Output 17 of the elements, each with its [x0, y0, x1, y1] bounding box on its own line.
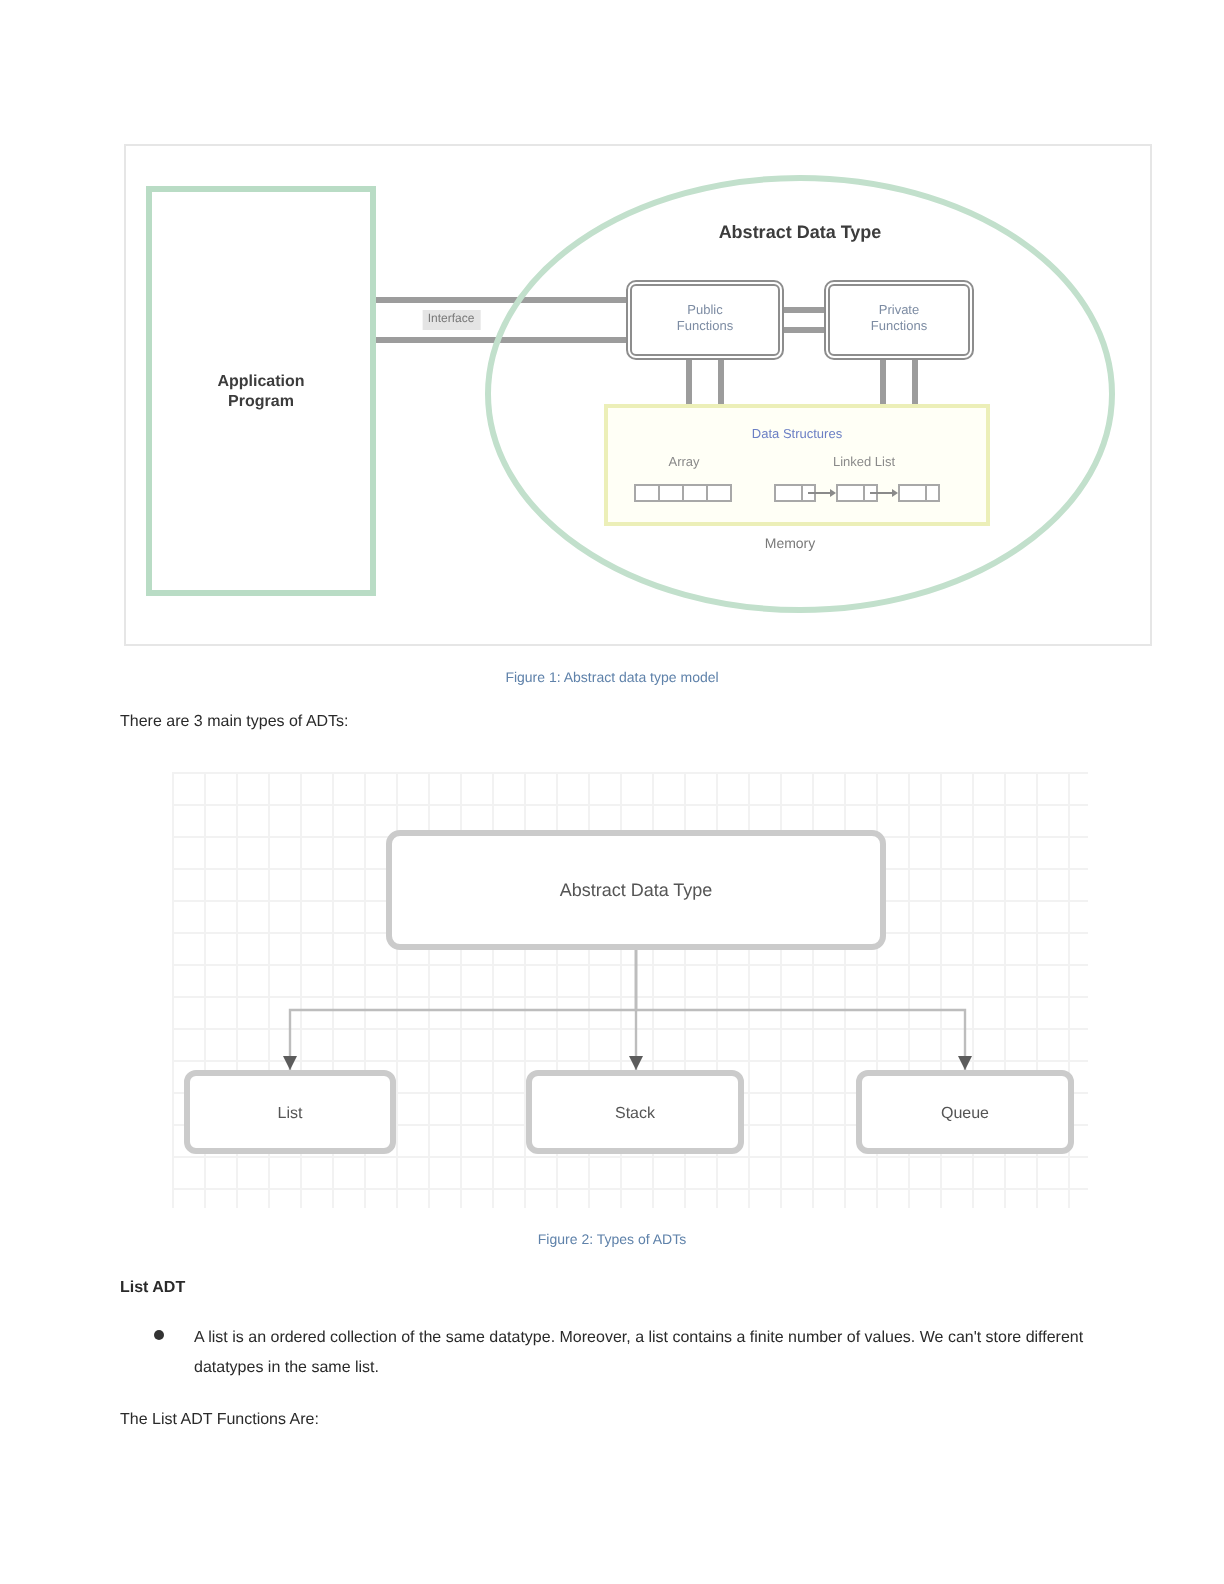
child-box: Queue [856, 1070, 1074, 1154]
child-box: List [184, 1070, 396, 1154]
double-line-connector [686, 357, 724, 407]
bullet-text: A list is an ordered collection of the same datatype. Moreover, a list contains a finite number of values. We can't store different datatypes in the same list. [194, 1326, 1086, 1380]
arrow [634, 950, 972, 1070]
section-heading: List ADT [120, 1278, 186, 1296]
body-text: There are 3 main types of ADTs: [120, 712, 349, 730]
oval-boundary [484, 174, 1116, 614]
child-box: Stack [526, 1070, 744, 1154]
body-text: The List ADT Functions Are: [120, 1410, 319, 1428]
oval-heading: Abstract Data Type [718, 222, 882, 242]
double-line-connector [373, 297, 629, 343]
program-box: Application Program [146, 186, 376, 596]
double-line-connector [880, 357, 918, 407]
double-line-connector [781, 307, 827, 333]
data-panel [604, 404, 990, 526]
root-box: Abstract Data Type [386, 830, 886, 950]
